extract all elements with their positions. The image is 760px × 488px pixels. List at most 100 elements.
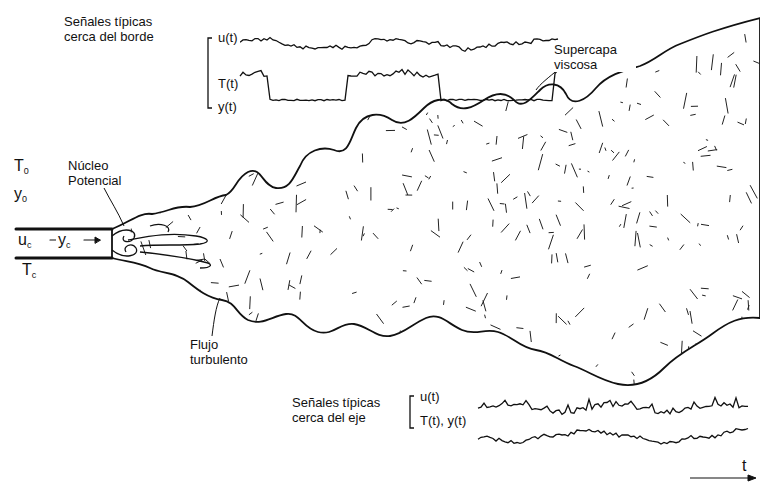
turbulence-speck bbox=[704, 348, 712, 349]
turbulence-speck bbox=[323, 128, 327, 134]
turbulence-speck bbox=[435, 456, 444, 461]
turbulence-speck bbox=[577, 456, 582, 462]
turbulence-speck bbox=[249, 174, 254, 177]
turbulence-speck bbox=[637, 212, 640, 223]
turbulence-speck bbox=[429, 150, 434, 162]
turbulence-speck bbox=[346, 191, 349, 199]
turbulence-speck bbox=[188, 395, 190, 402]
turbulence-speck bbox=[655, 211, 658, 214]
turbulence-speck bbox=[220, 259, 224, 267]
turbulence-speck bbox=[619, 224, 621, 227]
turbulence-speck bbox=[526, 382, 532, 385]
turbulence-speck bbox=[243, 136, 244, 146]
turbulence-speck bbox=[269, 130, 272, 147]
turbulence-speck bbox=[496, 136, 498, 145]
turbulence-speck bbox=[202, 403, 204, 418]
turbulence-speck bbox=[445, 334, 450, 335]
signal-trace bbox=[240, 70, 558, 101]
turbulence-speck bbox=[190, 410, 195, 426]
turbulence-speck bbox=[287, 253, 291, 265]
turbulence-speck bbox=[634, 380, 635, 394]
signal-traces bbox=[240, 38, 748, 444]
turbulence-speck bbox=[612, 333, 615, 340]
turbulence-speck bbox=[215, 65, 217, 68]
turbulence-speck bbox=[249, 327, 256, 334]
turbulence-speck bbox=[545, 424, 547, 432]
turbulence-speck bbox=[704, 390, 705, 393]
turbulence-speck bbox=[229, 285, 239, 287]
turbulence-speck bbox=[329, 140, 333, 149]
turbulence-speck bbox=[501, 270, 502, 274]
turbulence-speck bbox=[729, 195, 731, 202]
turbulence-speck bbox=[622, 32, 631, 33]
turbulence-speck bbox=[152, 423, 156, 425]
turbulence-speck bbox=[483, 338, 487, 349]
annotation-label: t bbox=[740, 458, 748, 473]
turbulence-speck bbox=[650, 212, 653, 216]
turbulence-speck bbox=[649, 226, 656, 227]
turbulence-speck bbox=[632, 372, 635, 376]
turbulence-speck bbox=[624, 214, 627, 228]
turbulence-speck bbox=[185, 127, 186, 142]
turbulence-speck bbox=[467, 73, 470, 74]
turbulence-speck bbox=[625, 150, 628, 157]
turbulence-speck bbox=[363, 233, 364, 236]
turbulence-speck bbox=[436, 336, 437, 341]
turbulence-speck bbox=[746, 192, 751, 203]
annotation-label: Núcleo Potencial bbox=[66, 158, 150, 188]
turbulence-speck bbox=[293, 133, 301, 136]
turbulence-speck bbox=[500, 203, 505, 205]
turbulence-speck bbox=[556, 253, 558, 262]
turbulence-speck bbox=[644, 308, 648, 320]
turbulence-speck bbox=[480, 262, 482, 267]
turbulence-speck bbox=[377, 314, 384, 324]
turbulence-speck bbox=[302, 446, 303, 449]
turbulence-speck bbox=[438, 440, 443, 446]
turbulence-speck bbox=[253, 367, 262, 373]
annotation-label: Tc bbox=[20, 262, 38, 277]
turbulence-speck bbox=[464, 267, 468, 271]
turbulence-speck bbox=[243, 204, 244, 217]
turbulence-speck bbox=[599, 143, 603, 153]
turbulence-speck bbox=[745, 119, 746, 125]
turbulence-speck bbox=[470, 58, 473, 60]
turbulence-speck bbox=[426, 113, 427, 115]
turbulence-speck bbox=[448, 390, 450, 394]
turbulence-speck bbox=[516, 327, 523, 329]
turbulence-speck bbox=[568, 384, 577, 395]
turbulence-speck bbox=[555, 367, 557, 372]
turbulence-speck bbox=[549, 235, 554, 250]
turbulence-speck bbox=[690, 289, 698, 299]
turbulence-speck bbox=[702, 295, 706, 297]
turbulence-speck bbox=[726, 341, 730, 354]
turbulence-speck bbox=[525, 193, 527, 209]
annotation-label: T(t), y(t) bbox=[418, 413, 468, 428]
turbulence-speck bbox=[742, 291, 750, 297]
turbulence-speck bbox=[520, 452, 527, 461]
turbulence-speck bbox=[587, 274, 589, 279]
turbulence-speck bbox=[681, 341, 683, 357]
turbulence-speck bbox=[254, 313, 259, 327]
turbulence-speck bbox=[735, 435, 741, 438]
turbulence-speck bbox=[716, 436, 720, 440]
turbulence-speck bbox=[613, 152, 620, 161]
turbulence-speck bbox=[402, 175, 412, 177]
turbulence-speck bbox=[345, 24, 347, 32]
turbulence-speck bbox=[650, 245, 653, 247]
turbulence-speck bbox=[648, 410, 653, 421]
turbulence-speck bbox=[575, 308, 584, 317]
turbulence-speck bbox=[138, 49, 145, 52]
turbulence-speck bbox=[572, 384, 576, 390]
turbulence-speck bbox=[307, 135, 315, 139]
signal-trace bbox=[478, 429, 748, 445]
turbulence-speck bbox=[319, 60, 322, 71]
turbulence-speck bbox=[433, 21, 436, 26]
turbulence-speck bbox=[558, 77, 560, 83]
turbulence-speck bbox=[615, 33, 621, 37]
annotation-label: T(t) bbox=[216, 76, 240, 91]
turbulence-speck bbox=[230, 160, 233, 170]
turbulence-speck bbox=[507, 31, 509, 38]
turbulence-speck bbox=[493, 38, 496, 39]
turbulence-speck bbox=[240, 39, 242, 47]
turbulence-speck bbox=[237, 135, 245, 136]
